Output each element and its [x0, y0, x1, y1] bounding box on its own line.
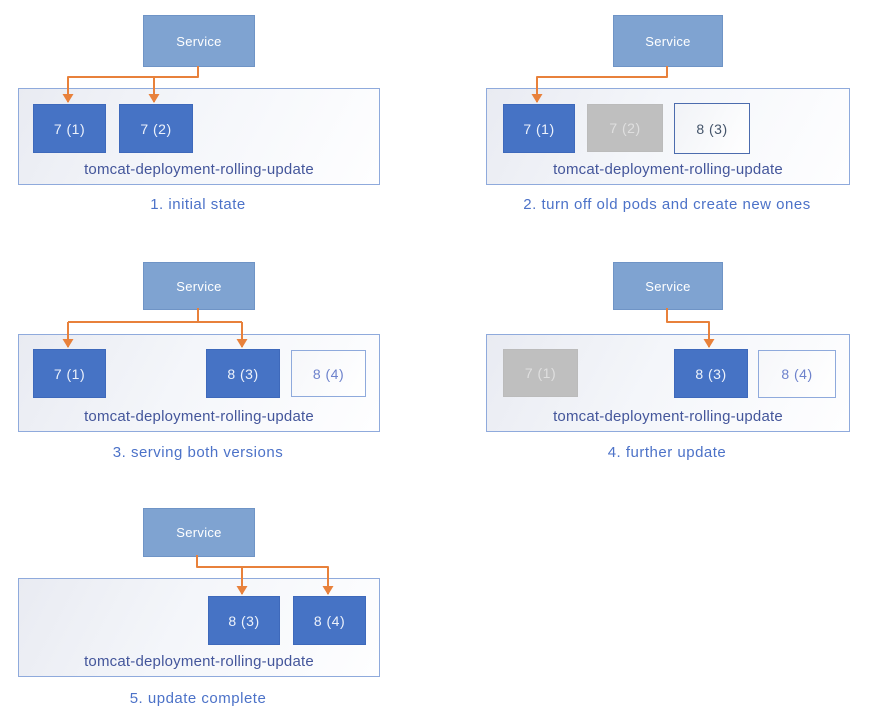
stage-caption: 2. turn off old pods and create new ones [523, 196, 811, 213]
pod-label: 8 (3) [227, 365, 259, 382]
service-label: Service [176, 278, 222, 294]
service-box: Service [143, 15, 255, 67]
deployment-label: tomcat-deployment-rolling-update [84, 161, 314, 178]
service-box: Service [613, 262, 723, 310]
service-label: Service [645, 278, 691, 294]
service-box: Service [143, 508, 255, 557]
deployment-container: 8 (3) 8 (4) tomcat-deployment-rolling-up… [18, 578, 380, 677]
stage-caption: 5. update complete [129, 690, 267, 707]
pod-label: 8 (3) [228, 612, 260, 629]
deployment-label: tomcat-deployment-rolling-update [84, 653, 314, 670]
service-box: Service [143, 262, 255, 310]
pod: 8 (4) [291, 350, 366, 397]
service-label: Service [176, 33, 222, 49]
pod-label: 8 (4) [312, 365, 345, 382]
pod: 7 (1) [33, 104, 106, 153]
pod-label: 7 (2) [140, 120, 172, 137]
deployment-container: 7 (1) 7 (2) 8 (3) tomcat-deployment-roll… [486, 88, 850, 185]
pod-label: 7 (1) [53, 120, 86, 137]
deployment-label: tomcat-deployment-rolling-update [553, 408, 783, 425]
pod: 7 (1) [33, 349, 106, 398]
service-label: Service [176, 525, 222, 540]
pod-label: 7 (1) [524, 365, 557, 381]
pod-label: 8 (3) [695, 365, 727, 382]
pod: 7 (2) [119, 104, 193, 153]
deployment-container: 7 (1) 8 (3) 8 (4) tomcat-deployment-roll… [18, 334, 380, 432]
pod: 8 (3) [674, 349, 748, 398]
pod: 7 (1) [503, 349, 578, 397]
pod-label: 7 (1) [53, 365, 86, 382]
deployment-label: tomcat-deployment-rolling-update [553, 161, 783, 178]
pod: 7 (1) [503, 104, 575, 153]
pod: 8 (3) [208, 596, 280, 645]
pod-label: 8 (3) [696, 120, 728, 137]
service-box: Service [613, 15, 723, 67]
pod-label: 7 (2) [609, 120, 641, 136]
stage-caption: 3. serving both versions [112, 444, 284, 461]
pod: 8 (3) [674, 103, 750, 154]
pod: 8 (3) [206, 349, 280, 398]
pod-label: 8 (4) [313, 612, 346, 629]
pod: 8 (4) [758, 350, 836, 398]
pod: 8 (4) [293, 596, 366, 645]
pod: 7 (2) [587, 104, 663, 152]
service-label: Service [645, 33, 691, 49]
stage-caption: 4. further update [607, 444, 727, 461]
deployment-container: 7 (1) 8 (3) 8 (4) tomcat-deployment-roll… [486, 334, 850, 432]
deployment-container: 7 (1) 7 (2) tomcat-deployment-rolling-up… [18, 88, 380, 185]
pod-label: 7 (1) [523, 120, 555, 137]
stage-caption: 1. initial state [150, 196, 246, 213]
deployment-label: tomcat-deployment-rolling-update [84, 408, 314, 425]
pod-label: 8 (4) [781, 366, 813, 382]
